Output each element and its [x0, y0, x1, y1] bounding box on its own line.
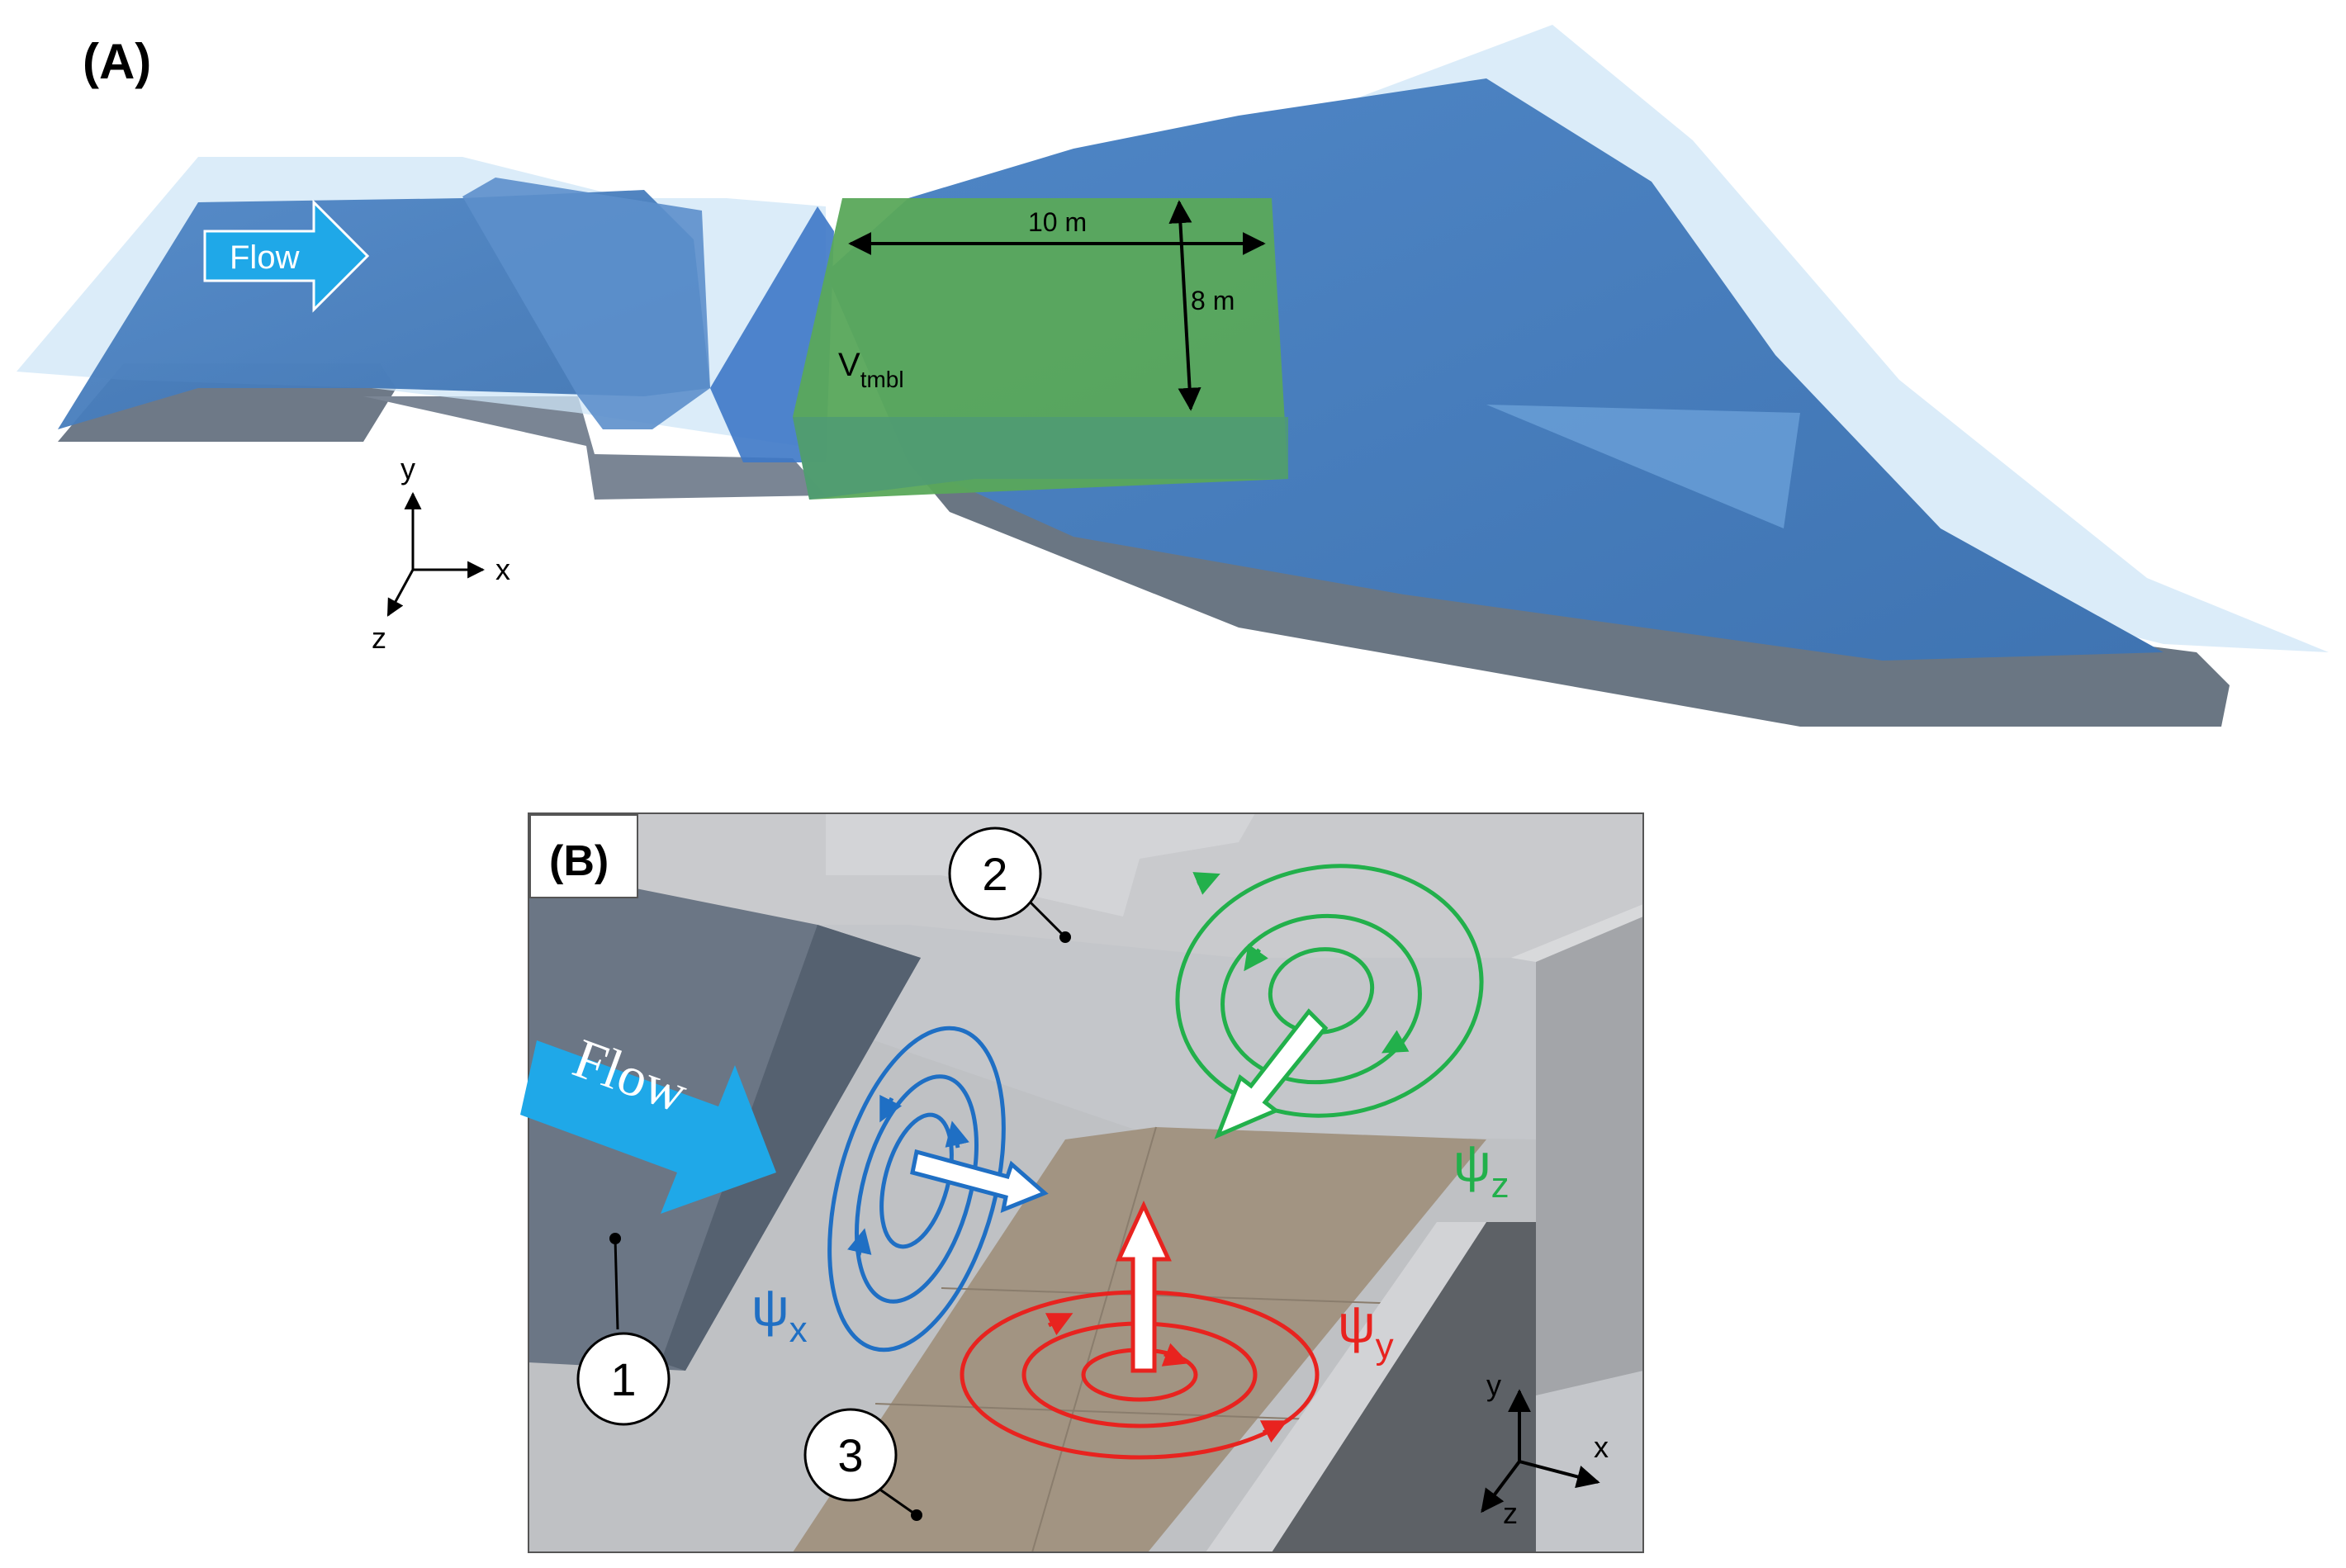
vortex-y-sub: y	[1376, 1326, 1394, 1367]
vortex-x-label: ψx	[751, 1277, 808, 1350]
vortex-x-axis-arrow	[910, 1149, 1049, 1214]
vortex-y-symbol: ψ	[1338, 1294, 1376, 1353]
flow-label-a: Flow	[230, 239, 300, 276]
volume-label-main: V	[838, 347, 860, 383]
axis-x-b: x	[1594, 1430, 1609, 1464]
panel-a-label: (A)	[83, 34, 151, 89]
marker-2-label: 2	[982, 848, 1007, 900]
axis-z-b: z	[1503, 1496, 1518, 1530]
axes-a: y x z	[372, 452, 510, 655]
vortex-z-label: ψz	[1453, 1133, 1509, 1206]
vortex-x	[827, 1026, 1006, 1352]
side-step-top	[1206, 1222, 1486, 1552]
volume-label: Vtmbl	[838, 347, 904, 392]
panel-a: (A) 10 m 8 m Vtmbl Flow	[17, 25, 2329, 727]
volume-label-sub: tmbl	[860, 367, 904, 392]
axis-z-a: z	[372, 621, 386, 655]
panel-b-label-box	[529, 814, 638, 898]
flow-arrow-b	[520, 1040, 776, 1214]
vortex-x-symbol: ψ	[751, 1277, 789, 1337]
axis-x-a: x	[495, 552, 510, 586]
marker-2: 2	[948, 827, 1071, 943]
vortex-y-label: ψy	[1338, 1294, 1394, 1367]
weir-ridge	[462, 178, 710, 429]
vortex-z	[1175, 864, 1484, 1118]
dim-height-label: 8 m	[1191, 286, 1235, 315]
axes-b: y x z	[1481, 1368, 1609, 1530]
left-ramp-edge	[661, 925, 921, 1371]
channel-bed-mid	[363, 396, 826, 500]
right-wall-top	[1511, 904, 1643, 962]
dim-height-arrow	[1168, 200, 1201, 411]
axis-y-b: y	[1486, 1368, 1501, 1402]
dim-width-label: 10 m	[1028, 207, 1087, 237]
marker-1: 1	[576, 1233, 671, 1426]
vortex-z-symbol: ψ	[1453, 1133, 1491, 1192]
volume-box-lower	[793, 417, 1288, 500]
panel-b-label: (B)	[549, 837, 609, 885]
side-step	[1272, 1222, 1536, 1552]
vortex-x-sub: x	[789, 1310, 808, 1350]
vortex-z-axis-arrow	[1214, 1008, 1329, 1139]
marker-3: 3	[803, 1408, 922, 1521]
marker-3-label: 3	[837, 1429, 863, 1481]
marker-1-label: 1	[610, 1353, 636, 1405]
axis-y-a: y	[400, 452, 415, 486]
water-facet	[1486, 405, 1800, 528]
right-wall	[1536, 908, 1643, 1395]
vortex-z-sub: z	[1491, 1165, 1509, 1206]
vortex-y-axis-arrow	[1116, 1201, 1172, 1373]
panel-b: (B) Flow ψx ψy	[520, 812, 1644, 1553]
flow-arrow-a	[203, 199, 370, 313]
panel-b-border	[528, 812, 1644, 1553]
